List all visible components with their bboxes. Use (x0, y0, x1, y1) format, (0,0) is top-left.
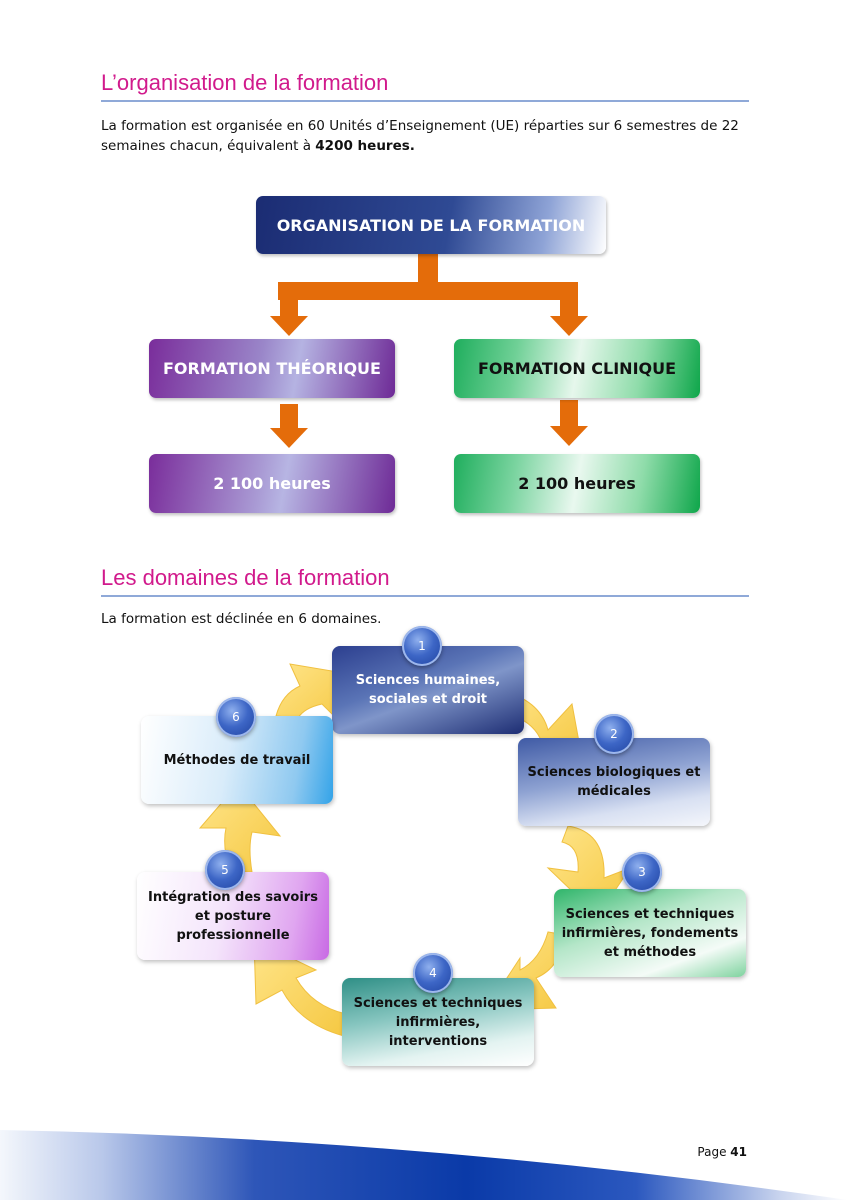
domain-badge-6: 6 (216, 697, 256, 737)
domain-2-line-2: médicales (577, 784, 651, 799)
footer-band (0, 1130, 848, 1200)
org-box-theorique: FORMATION THÉORIQUE (149, 339, 395, 398)
domain-4-line-2: infirmières, (395, 1014, 481, 1030)
org-box-clinique-hours-label: 2 100 heures (518, 474, 636, 493)
orgchart-connectors (270, 254, 588, 448)
org-box-clinique-hours: 2 100 heures (454, 454, 700, 513)
arrow-down-right-2 (550, 426, 588, 446)
paragraph-text: La formation est organisée en 60 Unités … (101, 118, 739, 154)
domain-badge-3: 3 (622, 852, 662, 892)
domain-badge-1: 1 (402, 626, 442, 666)
domain-5-line-2: et posture (194, 908, 272, 924)
section-divider (101, 100, 749, 102)
domain-6-line-1: Méthodes de travail (163, 752, 311, 768)
org-box-clinique: FORMATION CLINIQUE (454, 339, 700, 398)
domain-3-line-2: infirmières, fondements (561, 925, 739, 941)
domain-2-text: Sciences biologiques et médicales (528, 763, 701, 801)
org-box-organisation-label: ORGANISATION DE LA FORMATION (276, 215, 586, 235)
domain-3-line-3: et méthodes (603, 944, 697, 960)
connector-left-stem-2 (280, 404, 298, 430)
domain-5-line-3: professionnelle (176, 927, 290, 943)
domain-badge-5-number: 5 (221, 863, 229, 877)
connector-bar (278, 282, 578, 300)
footer-band-shape (0, 1130, 848, 1200)
domain-3-line-1: Sciences et techniques (565, 906, 735, 922)
domain-1-line-1: Sciences humaines, (355, 673, 501, 688)
domain-badge-4: 4 (413, 953, 453, 993)
arrow-down-right-1 (550, 316, 588, 336)
domain-badge-5: 5 (205, 850, 245, 890)
org-box-theorique-hours-label: 2 100 heures (213, 474, 331, 493)
domain-badge-3-number: 3 (638, 865, 646, 879)
page-label: Page (697, 1145, 727, 1159)
domain-badge-2-number: 2 (610, 727, 618, 741)
section-title-organisation: L’organisation de la formation (101, 70, 389, 95)
connector-left-stem (280, 298, 298, 318)
arrow-down-left-2 (270, 428, 308, 448)
domain-4-text: Sciences et techniques infirmières, inte… (354, 994, 523, 1051)
org-box-theorique-label: FORMATION THÉORIQUE (163, 359, 381, 378)
connector-trunk (418, 254, 438, 284)
page-number: Page 41 (697, 1145, 747, 1159)
domain-6-text: Méthodes de travail (164, 751, 311, 770)
domain-badge-2: 2 (594, 714, 634, 754)
domain-2-line-1: Sciences biologiques et (527, 765, 701, 780)
domaines-paragraph: La formation est déclinée en 6 domaines. (101, 611, 382, 627)
domain-badge-1-number: 1 (418, 639, 426, 653)
org-box-clinique-label: FORMATION CLINIQUE (477, 359, 677, 378)
domain-1-text: Sciences humaines, sociales et droit (356, 671, 500, 709)
domain-box-3: Sciences et techniques infirmières, fond… (554, 889, 746, 977)
section-divider-2 (101, 595, 749, 597)
domain-4-line-1: Sciences et techniques (353, 995, 523, 1011)
paragraph-bold-hours: 4200 heures. (315, 138, 415, 154)
domain-box-2: Sciences biologiques et médicales (518, 738, 710, 826)
domain-5-text: Intégration des savoirs et posture profe… (148, 888, 318, 945)
org-box-theorique-hours: 2 100 heures (149, 454, 395, 513)
domain-5-line-1: Intégration des savoirs (148, 889, 318, 905)
connector-right-stem (560, 298, 578, 318)
section-title-domaines: Les domaines de la formation (101, 565, 390, 590)
domain-1-line-2: sociales et droit (368, 692, 487, 707)
domain-badge-6-number: 6 (232, 710, 240, 724)
connector-right-stem-2 (560, 400, 578, 428)
organisation-paragraph: La formation est organisée en 60 Unités … (101, 116, 751, 156)
org-box-organisation: ORGANISATION DE LA FORMATION (256, 196, 606, 254)
domain-3-text: Sciences et techniques infirmières, fond… (562, 905, 739, 962)
arrow-down-left-1 (270, 316, 308, 336)
domain-badge-4-number: 4 (429, 966, 437, 980)
domain-box-4: Sciences et techniques infirmières, inte… (342, 978, 534, 1066)
page-number-value: 41 (730, 1145, 747, 1159)
domain-4-line-3: interventions (388, 1033, 488, 1049)
